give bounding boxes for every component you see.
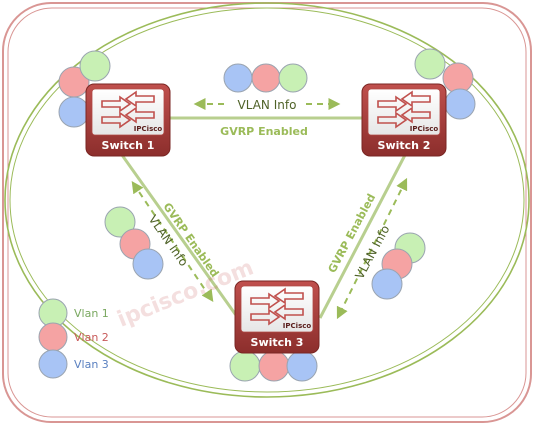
ring-frame-inner <box>9 7 525 393</box>
vlan-info-arrow-right <box>336 177 408 320</box>
vlan3-bubble <box>58 96 90 128</box>
switch-logo: IPCisco <box>410 125 439 133</box>
vlan3-bubble <box>286 350 318 382</box>
legend-item-vlan1: Vlan 1 <box>38 298 109 328</box>
legend-item-vlan2: Vlan 2 <box>38 322 109 352</box>
vlan3-bubble <box>223 63 253 93</box>
legend-label: Vlan 1 <box>74 307 109 320</box>
vlan-bubbles-left-link <box>104 206 164 280</box>
switch-logo: IPCisco <box>283 322 312 330</box>
vlan3-bubble <box>371 268 403 300</box>
legend-swatch <box>38 349 68 379</box>
vlan3-bubble <box>132 248 164 280</box>
vlan2-bubble <box>442 62 474 94</box>
switch-label: Switch 3 <box>251 336 304 349</box>
vlan1-bubble <box>229 350 261 382</box>
gvrp-label-top: GVRP Enabled <box>220 125 308 138</box>
switch-3[interactable]: IPCisco Switch 3 <box>234 280 320 354</box>
legend-label: Vlan 3 <box>74 358 109 371</box>
vlan1-bubble <box>414 48 446 80</box>
switch-2[interactable]: IPCisco Switch 2 <box>361 83 447 157</box>
switch-label: Switch 2 <box>378 139 431 152</box>
vlan-bubbles-right-link <box>371 232 426 300</box>
legend-label: Vlan 2 <box>74 331 109 344</box>
ring-frame-outer <box>4 2 530 398</box>
vlan2-bubble <box>251 63 281 93</box>
vlan-legend: Vlan 1 Vlan 2 Vlan 3 <box>38 298 109 379</box>
legend-item-vlan3: Vlan 3 <box>38 349 109 379</box>
vlan-bubbles-switch2 <box>414 48 476 120</box>
vlan1-bubble <box>278 63 308 93</box>
vlan-info-label-top: VLAN Info <box>238 98 297 112</box>
vlan-info-arrow-left <box>131 181 214 302</box>
vlan-bubbles-top-link <box>223 63 308 93</box>
vlan1-bubble <box>79 50 111 82</box>
switch-1[interactable]: IPCisco Switch 1 <box>85 83 171 157</box>
vlan-bubbles-switch1 <box>58 50 111 128</box>
vlan-bubbles-switch3 <box>229 350 318 382</box>
switch-label: Switch 1 <box>102 139 155 152</box>
legend-swatch <box>38 322 68 352</box>
vlan3-bubble <box>444 88 476 120</box>
vlan1-bubble <box>104 206 136 238</box>
vlan2-bubble <box>258 350 290 382</box>
switch-logo: IPCisco <box>134 125 163 133</box>
